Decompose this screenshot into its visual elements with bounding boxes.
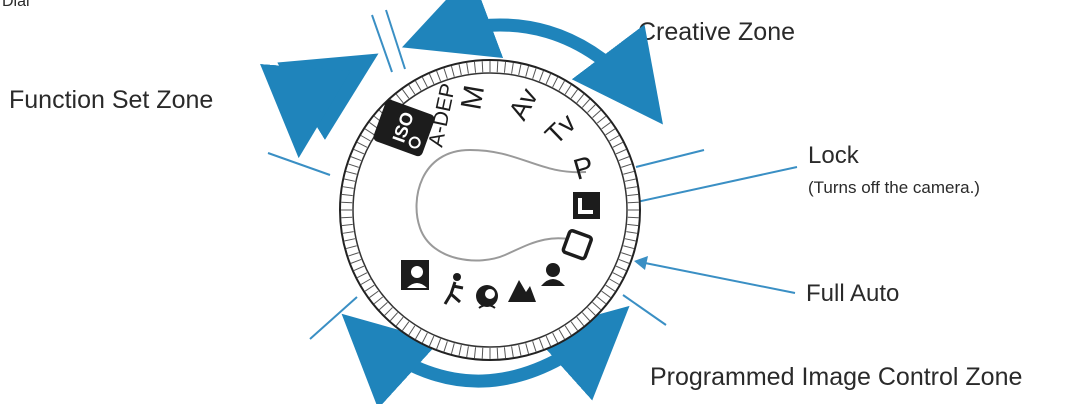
full-auto-leader-line: [640, 262, 795, 293]
knurl-tick: [628, 202, 639, 203]
function-set-zone-arrow: [300, 63, 363, 140]
knurl-tick: [628, 217, 639, 218]
mode-dial[interactable]: A-DEP M Av Tv P ISO: [340, 60, 640, 360]
full-auto-icon: [563, 230, 592, 259]
function-set-boundary-line: [268, 153, 330, 175]
full-auto-leader-arrowhead: [634, 256, 648, 270]
knurl-tick: [497, 348, 498, 359]
function-set-zone-label: Function Set Zone: [9, 86, 213, 114]
full-auto-label: Full Auto: [806, 280, 899, 307]
knurl-tick: [482, 61, 483, 72]
knurl-tick: [482, 348, 483, 359]
creative-end-boundary-line: [636, 150, 704, 167]
lock-note: (Turns off the camera.): [808, 178, 980, 197]
programmed-start-boundary-line: [310, 297, 357, 339]
knurl-tick: [341, 217, 352, 218]
creative-boundary-line-a: [372, 15, 392, 72]
lock-leader-line: [614, 167, 797, 207]
knurl-tick: [497, 61, 498, 72]
header-fragment: Dial: [2, 0, 30, 10]
night-portrait-icon: [401, 260, 429, 290]
lock-label: Lock: [808, 142, 860, 169]
programmed-end-boundary-line: [623, 295, 666, 325]
lock-icon: [573, 192, 600, 219]
creative-zone-label: Creative Zone: [638, 18, 795, 46]
programmed-zone-label: Programmed Image Control Zone: [650, 363, 1022, 391]
knurl-tick: [341, 202, 352, 203]
